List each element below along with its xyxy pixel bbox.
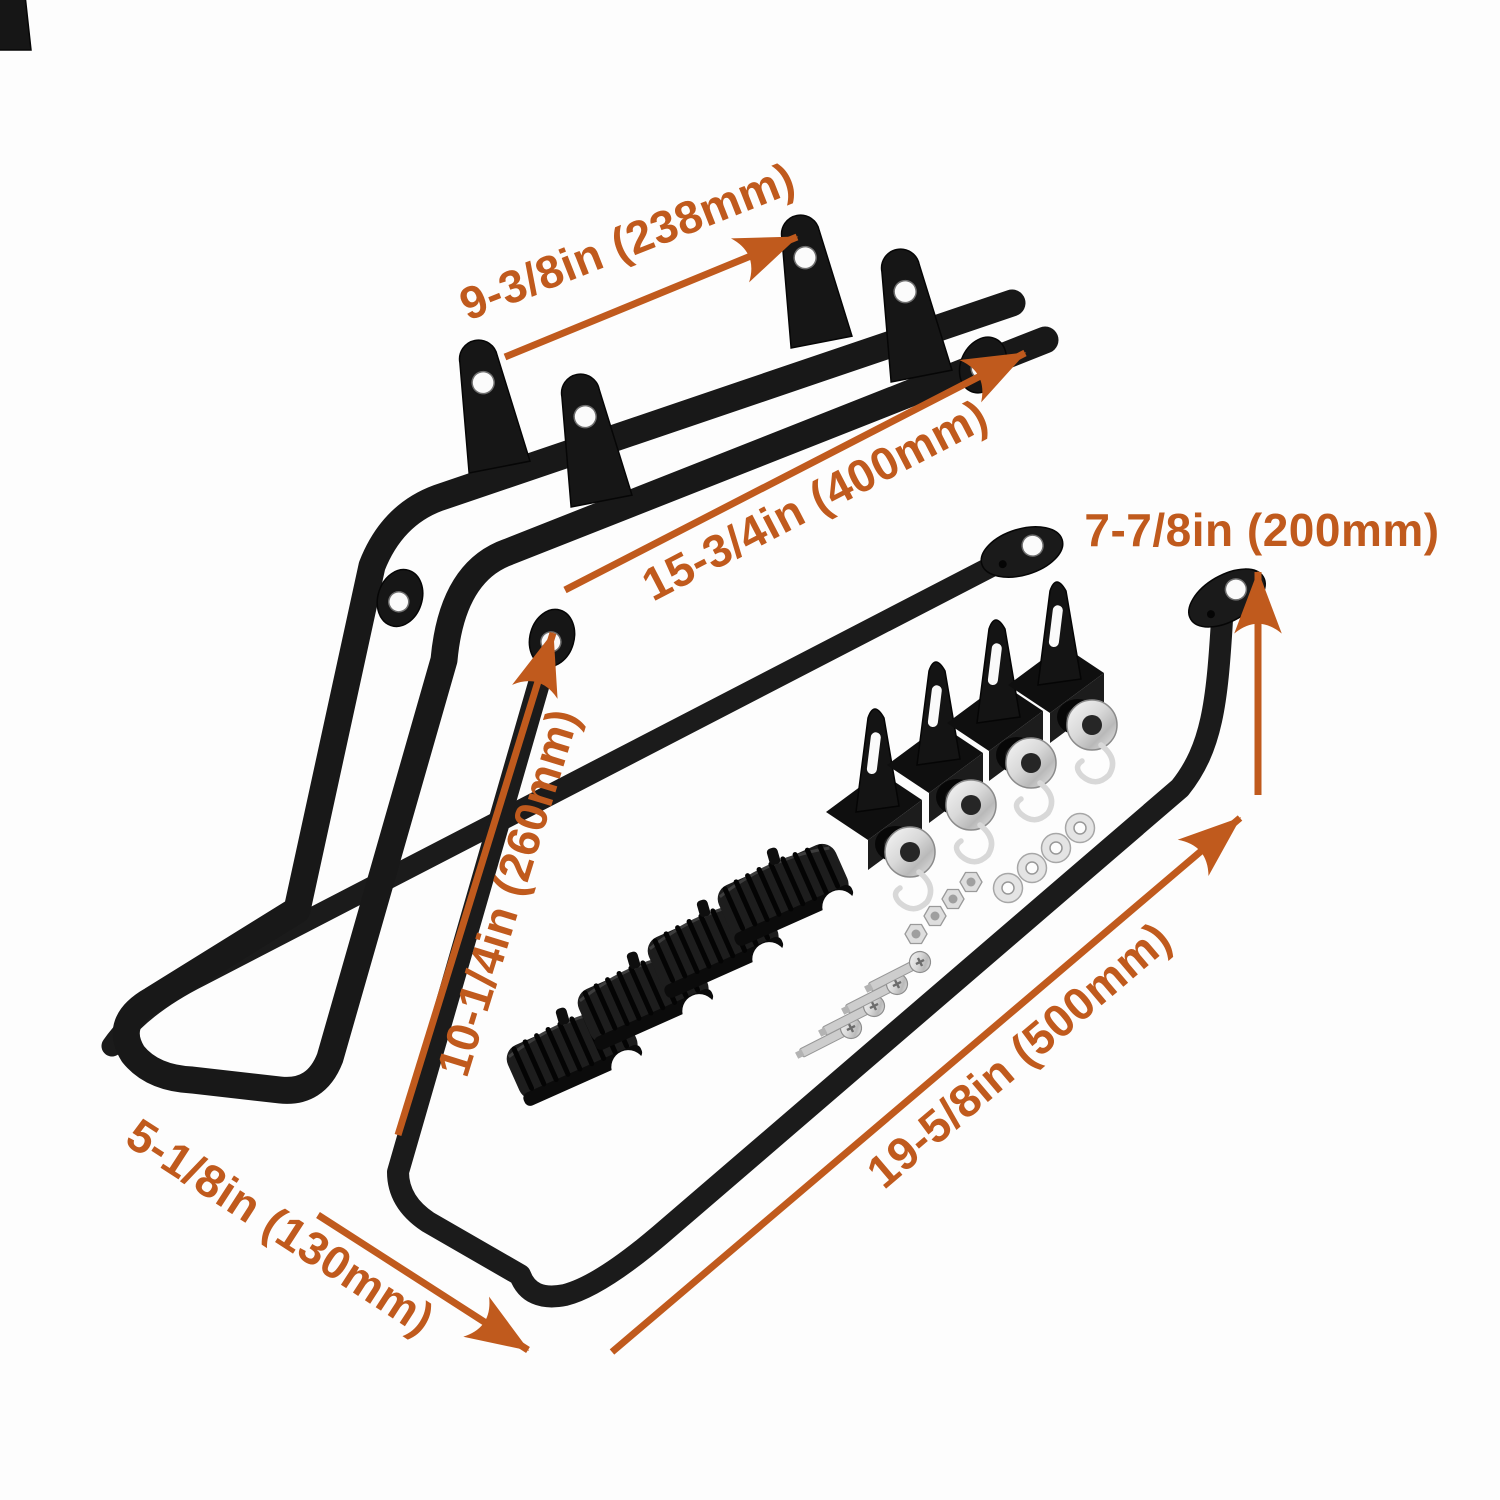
saddlebag-support-frame <box>0 0 1059 1104</box>
dim-arrow-lower-bar-length <box>609 815 1243 1355</box>
dim-arrow-bottom-loop-width <box>316 1212 530 1353</box>
rubber-pad-set <box>495 824 863 1127</box>
washer-3 <box>1040 832 1072 864</box>
nut-3 <box>941 888 965 910</box>
dim-label-lower-bar-length: 19-5/8in (500mm) <box>857 911 1181 1198</box>
dimension-annotations <box>316 233 1282 1355</box>
dim-arrow-upper-rail-length <box>563 349 1027 594</box>
dim-arrow-tab-spacing <box>503 233 799 361</box>
dim-label-right-end-height: 7-7/8in (200mm) <box>1084 504 1439 556</box>
lower-support-bar <box>387 556 1276 1308</box>
washer-1 <box>992 872 1024 904</box>
nut-1 <box>904 923 928 945</box>
nut-4 <box>959 871 983 893</box>
dimension-labels: 9-3/8in (238mm) 15-3/4in (400mm) 7-7/8in… <box>118 152 1439 1345</box>
washer-2 <box>1016 852 1048 884</box>
washer-4 <box>1064 812 1096 844</box>
dim-arrow-vertical-arm-height <box>394 631 558 1137</box>
nut-2 <box>923 905 947 927</box>
frame-mount-tab-3 <box>765 208 853 349</box>
